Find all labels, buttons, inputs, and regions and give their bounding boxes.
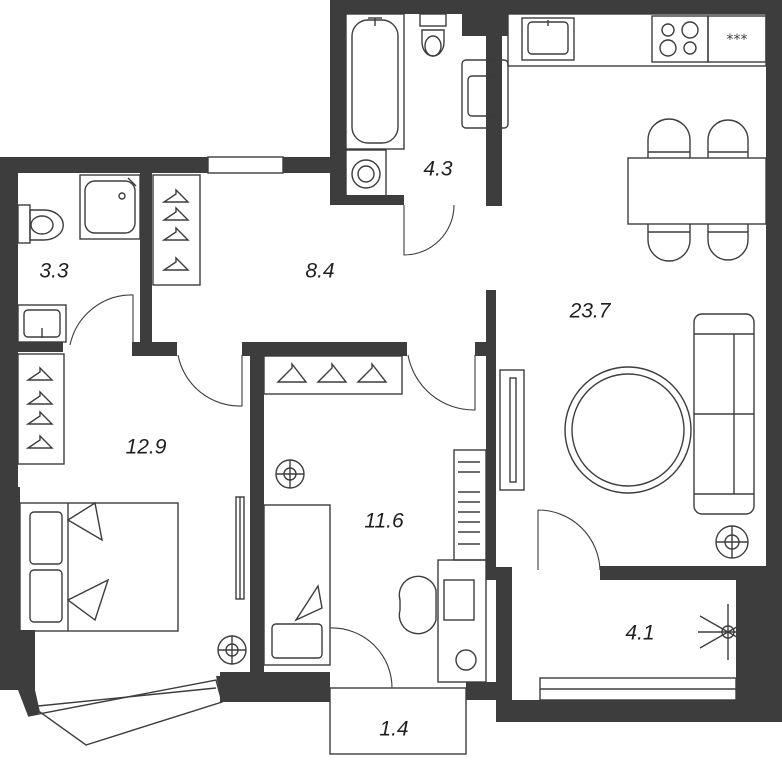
hanger-icon	[161, 188, 190, 203]
bedroom-wardrobe	[17, 353, 65, 465]
double-bed	[19, 501, 179, 632]
single-bed	[263, 504, 331, 666]
plant-icon	[715, 525, 749, 559]
hanger-icon	[161, 206, 190, 221]
room-area-kitchen-living: 23.7	[569, 300, 612, 323]
small-toilet-icon	[17, 204, 64, 244]
desk-chair	[398, 575, 437, 635]
room-area-loggia: 1.4	[379, 718, 408, 741]
doors	[69, 204, 601, 689]
washing-machine-icon	[345, 149, 387, 199]
plant-icon	[217, 635, 247, 665]
desk	[437, 559, 487, 683]
hanger-icon	[25, 390, 54, 405]
bathtub	[345, 13, 405, 150]
windows	[27, 156, 737, 755]
dining-table	[627, 118, 767, 262]
hanger-icon	[161, 256, 190, 271]
bookshelf	[453, 449, 487, 561]
plant-icon	[698, 604, 758, 660]
hanger-icon	[161, 226, 190, 241]
room-area-hallway: 8.4	[305, 260, 334, 283]
area-labels: 4.3 3.3 8.4 23.7 12.9 11.6 4.1 1.4	[39, 158, 654, 741]
round-rug	[564, 366, 692, 494]
hanger-icon	[276, 361, 308, 383]
hanger-icon	[25, 366, 54, 381]
hob-icon	[659, 21, 699, 57]
walls	[0, 0, 782, 722]
hanger-icon	[316, 361, 348, 383]
tv-unit	[499, 369, 525, 491]
room-area-balcony: 4.1	[625, 622, 654, 645]
hanger-icon	[356, 361, 388, 383]
shower-icon	[79, 174, 141, 240]
hob-marks: ***	[727, 32, 748, 48]
room-area-bathroom-small: 3.3	[39, 260, 69, 283]
room-area-bedroom: 12.9	[126, 436, 167, 459]
small-sink-icon	[17, 304, 67, 343]
hanger-icon	[25, 410, 54, 425]
hanger-icon	[25, 434, 54, 449]
sink-icon	[461, 59, 509, 129]
plant-icon	[275, 459, 305, 489]
sofa	[693, 313, 755, 515]
hallway-wardrobe	[152, 174, 201, 286]
study-wardrobe	[263, 355, 403, 395]
room-area-study: 11.6	[364, 510, 404, 533]
room-area-bathroom-main: 4.3	[423, 158, 453, 181]
toilet-icon	[419, 13, 447, 57]
kitchen-counter	[507, 13, 767, 67]
